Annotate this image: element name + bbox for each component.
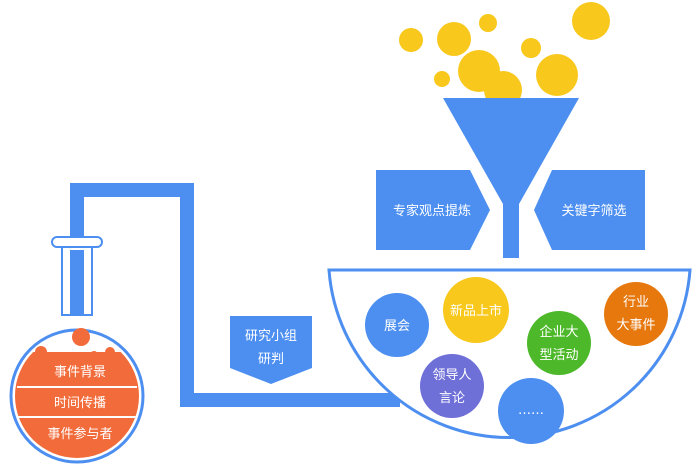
bowl-item-label: 型活动 (539, 348, 578, 363)
bowl-item-label: 展会 (384, 319, 410, 334)
bowl-item-label: 领导人 (432, 368, 471, 383)
funnel-left-callout: 专家观点提炼 (376, 170, 490, 250)
yellow-bubble (521, 38, 541, 58)
funnel-left-shape (376, 170, 490, 250)
flask-bubble (105, 347, 115, 357)
pipe-label-line1: 研究小组 (245, 329, 297, 344)
yellow-bubble (399, 28, 423, 52)
yellow-bubble (572, 2, 610, 40)
bowl-item-circle (527, 311, 591, 375)
funnel-right-callout: 关键字筛选 (534, 170, 645, 250)
bowl-item-more: …… (498, 378, 564, 444)
bowl-item-label: 言论 (439, 391, 465, 406)
bowl-item-label: 新品上市 (450, 303, 502, 319)
flask-bubble (35, 346, 47, 358)
funnel-right-label: 关键字筛选 (561, 204, 626, 219)
flask-row-label: 事件参与者 (47, 426, 112, 442)
input-bubbles (399, 2, 610, 109)
bowl-item-label: …… (518, 403, 544, 418)
pipe-label-callout: 研究小组 研判 (230, 316, 312, 384)
yellow-bubble (434, 71, 450, 87)
bowl-item-circle (604, 282, 668, 346)
flask-row-label: 时间传播 (54, 396, 106, 411)
flask-row-label: 事件背景 (54, 365, 106, 380)
flask-bubble (90, 351, 98, 359)
funnel (443, 98, 579, 258)
yellow-bubble (536, 54, 578, 96)
bowl-item-new-product: 新品上市 (443, 277, 509, 343)
bowl-item-circle (365, 293, 429, 357)
bowl-item-industry-events: 行业 大事件 (604, 282, 668, 346)
pipe-label-line2: 研判 (258, 352, 284, 367)
funnel-right-shape (534, 170, 645, 250)
pipe-inner-highlight (75, 188, 396, 402)
bowl-item-label: 行业 (623, 295, 649, 310)
flask-bubble (72, 328, 90, 346)
bowl-item-circle (420, 354, 484, 418)
bowl-item-leader-speech: 领导人 言论 (420, 354, 484, 418)
bowl-item-label: 大事件 (616, 318, 655, 333)
flask-liquid (15, 352, 139, 458)
flask: 事件背景 时间传播 事件参与者 (9, 236, 145, 464)
bowl-item-enterprise-activities: 企业大 型活动 (527, 311, 591, 375)
bowl-item-exhibition: 展会 (365, 293, 429, 357)
funnel-left-label: 专家观点提炼 (393, 203, 471, 219)
bowl-item-circle (498, 378, 564, 444)
bowl-item-circle (443, 277, 509, 343)
yellow-bubble (479, 14, 497, 32)
bowl-item-label: 企业大 (539, 324, 578, 340)
yellow-bubble (437, 22, 471, 56)
flask-rim (51, 236, 103, 248)
flask-neck-liquid (70, 250, 84, 316)
pipe-label-shape (230, 316, 312, 384)
